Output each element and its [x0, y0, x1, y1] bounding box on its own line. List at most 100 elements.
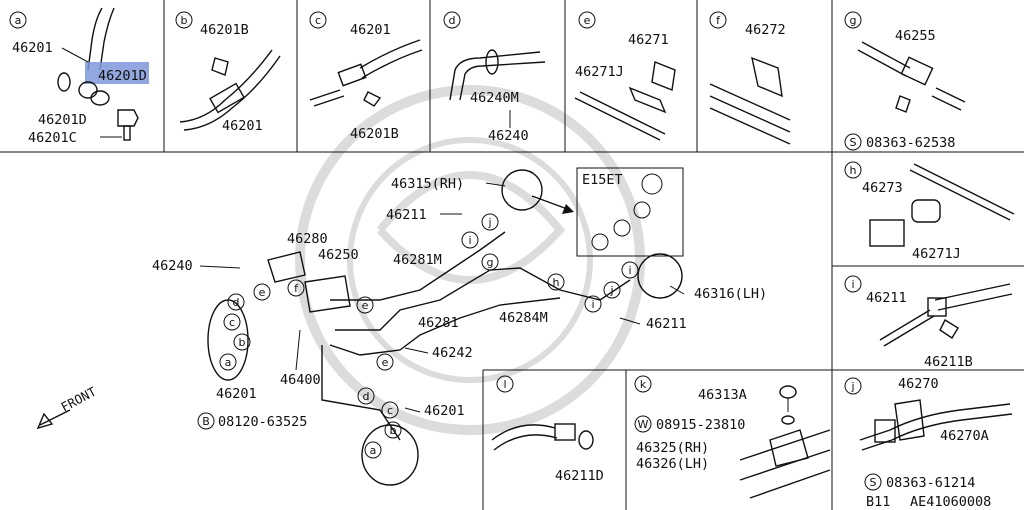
- front-indicator: FRONT: [36, 384, 99, 430]
- svg-text:46271: 46271: [628, 32, 669, 48]
- svg-text:g: g: [487, 256, 494, 269]
- rh-brake-assembly: [501, 169, 543, 211]
- svg-text:j: j: [850, 380, 854, 393]
- watermark-seal: [295, 85, 645, 435]
- svg-text:08915-23810: 08915-23810: [656, 417, 745, 433]
- svg-text:W: W: [638, 418, 649, 431]
- svg-text:46270A: 46270A: [940, 428, 989, 444]
- svg-text:08363-61214: 08363-61214: [886, 475, 975, 491]
- svg-text:e: e: [259, 286, 266, 299]
- svg-text:46280: 46280: [287, 231, 328, 247]
- svg-text:g: g: [850, 14, 857, 27]
- svg-text:c: c: [229, 316, 235, 329]
- valve-block: [267, 251, 306, 283]
- svg-text:46240: 46240: [152, 258, 193, 274]
- panel-l: l 46211D: [491, 375, 604, 484]
- label-46315-rh: 46315(RH): [391, 176, 464, 192]
- svg-text:i: i: [628, 264, 631, 277]
- svg-text:46255: 46255: [895, 28, 936, 44]
- panel-i: i 46211 46211B: [844, 275, 1013, 370]
- svg-text:b: b: [239, 336, 246, 349]
- svg-text:a: a: [225, 356, 232, 369]
- label-46201C: 46201C: [28, 130, 77, 146]
- panel-j: j 46270 46270A S 08363-61214: [844, 376, 1013, 491]
- svg-text:a: a: [370, 444, 377, 457]
- svg-text:c: c: [315, 14, 321, 27]
- panel-e: e 46271 46271J: [574, 11, 676, 141]
- footer-model: B11: [866, 494, 890, 510]
- svg-text:j: j: [609, 284, 613, 297]
- svg-text:f: f: [716, 14, 721, 27]
- svg-text:46201B: 46201B: [200, 22, 249, 38]
- svg-text:46240: 46240: [488, 128, 529, 144]
- panel-c: c 46201 46201B: [309, 11, 423, 142]
- svg-text:46271J: 46271J: [912, 246, 961, 262]
- svg-text:46201B: 46201B: [350, 126, 399, 142]
- svg-text:46201: 46201: [216, 386, 257, 402]
- panel-a-letter: a: [15, 14, 22, 27]
- svg-text:S: S: [850, 136, 857, 149]
- label-46316-lh: 46316(LH): [694, 286, 767, 302]
- panel-a: a 46201 46201D 46201D 46201C: [9, 7, 149, 146]
- svg-text:46284M: 46284M: [499, 310, 548, 326]
- screw-prefix-marker: [844, 133, 862, 151]
- svg-text:e: e: [362, 299, 369, 312]
- svg-text:h: h: [850, 164, 857, 177]
- panel-h: h 46273 46271J: [844, 161, 1015, 262]
- svg-text:46211D: 46211D: [555, 468, 604, 484]
- svg-text:c: c: [387, 404, 393, 417]
- svg-text:i: i: [591, 298, 594, 311]
- svg-text:46400: 46400: [280, 372, 321, 388]
- panel-b: b 46201B 46201: [175, 11, 281, 134]
- svg-text:46211: 46211: [866, 290, 907, 306]
- svg-text:46281M: 46281M: [393, 252, 442, 268]
- highlight-46201D: [85, 62, 149, 84]
- svg-text:46211B: 46211B: [924, 354, 973, 370]
- svg-text:46211: 46211: [646, 316, 687, 332]
- label-bolt-08120-63525: 08120-63525: [218, 414, 307, 430]
- svg-text:l: l: [503, 378, 506, 391]
- svg-text:46242: 46242: [432, 345, 473, 361]
- footer-code: AE41060008: [910, 494, 991, 510]
- svg-text:46325(RH): 46325(RH): [636, 440, 709, 456]
- panel-f: f 46272: [709, 11, 791, 145]
- svg-text:46211: 46211: [386, 207, 427, 223]
- svg-text:d: d: [449, 14, 456, 27]
- svg-text:d: d: [233, 296, 240, 309]
- panel-k: k 46313A W 08915-23810 46325(RH) 46326(L…: [634, 375, 831, 499]
- panel-g: g 46255 S 08363-62538: [844, 11, 966, 151]
- svg-text:46250: 46250: [318, 247, 359, 263]
- svg-text:i: i: [851, 278, 854, 291]
- main-assembly: E15ET j i g h i j i e f d c b a e e d c …: [152, 167, 767, 486]
- label-e15et: E15ET: [582, 172, 623, 188]
- svg-text:d: d: [363, 390, 370, 403]
- svg-text:b: b: [390, 424, 397, 437]
- svg-text:46281: 46281: [418, 315, 459, 331]
- svg-text:k: k: [640, 378, 647, 391]
- svg-text:f: f: [294, 282, 299, 295]
- e15et-inset: [576, 167, 684, 257]
- svg-text:46272: 46272: [745, 22, 786, 38]
- svg-text:46201: 46201: [222, 118, 263, 134]
- svg-text:46326(LH): 46326(LH): [636, 456, 709, 472]
- panel-d: d 46240M 46240: [443, 11, 546, 144]
- label-46201D-highlighted: 46201D: [98, 68, 147, 84]
- footer: B11 AE41060008: [866, 494, 991, 510]
- svg-text:FRONT: FRONT: [58, 384, 99, 415]
- label-46201D: 46201D: [38, 112, 87, 128]
- svg-text:46313A: 46313A: [698, 387, 747, 403]
- svg-text:i: i: [468, 234, 471, 247]
- svg-text:B: B: [202, 415, 210, 428]
- svg-text:46273: 46273: [862, 180, 903, 196]
- svg-text:46201: 46201: [424, 403, 465, 419]
- svg-text:46240M: 46240M: [470, 90, 519, 106]
- svg-text:e: e: [382, 356, 389, 369]
- lh-brake-assembly: [637, 253, 683, 299]
- svg-text:e: e: [584, 14, 591, 27]
- panel-a-marker: [9, 11, 27, 29]
- label-46201: 46201: [12, 40, 53, 56]
- svg-text:j: j: [487, 216, 491, 229]
- svg-text:46271J: 46271J: [575, 64, 624, 80]
